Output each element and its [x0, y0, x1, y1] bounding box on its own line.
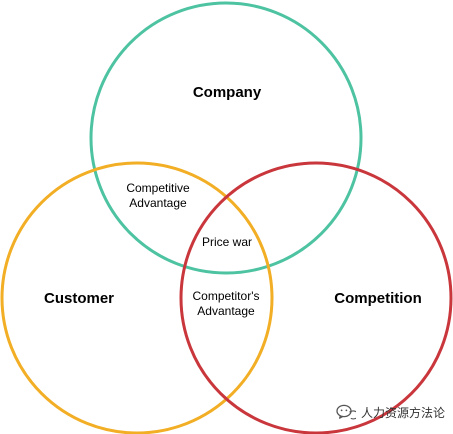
company-circle [89, 1, 363, 275]
competitive-advantage-label-line1: Competitive [126, 181, 190, 195]
competitors-advantage-label-line1: Competitor's [193, 289, 260, 303]
wechat-icon [336, 404, 356, 420]
watermark-text: 人力资源方法论 [361, 405, 446, 420]
customer-circle [0, 161, 274, 434]
watermark: 人力资源方法论 [336, 402, 445, 422]
price-war-label: Price war [202, 235, 252, 249]
competitors-advantage-label-line2: Advantage [197, 304, 255, 318]
customer-label: Customer [44, 290, 114, 307]
company-label: Company [193, 84, 262, 101]
competitive-advantage-label-line2: Advantage [129, 196, 187, 210]
competition-label: Competition [334, 290, 422, 307]
competition-circle [179, 161, 453, 434]
